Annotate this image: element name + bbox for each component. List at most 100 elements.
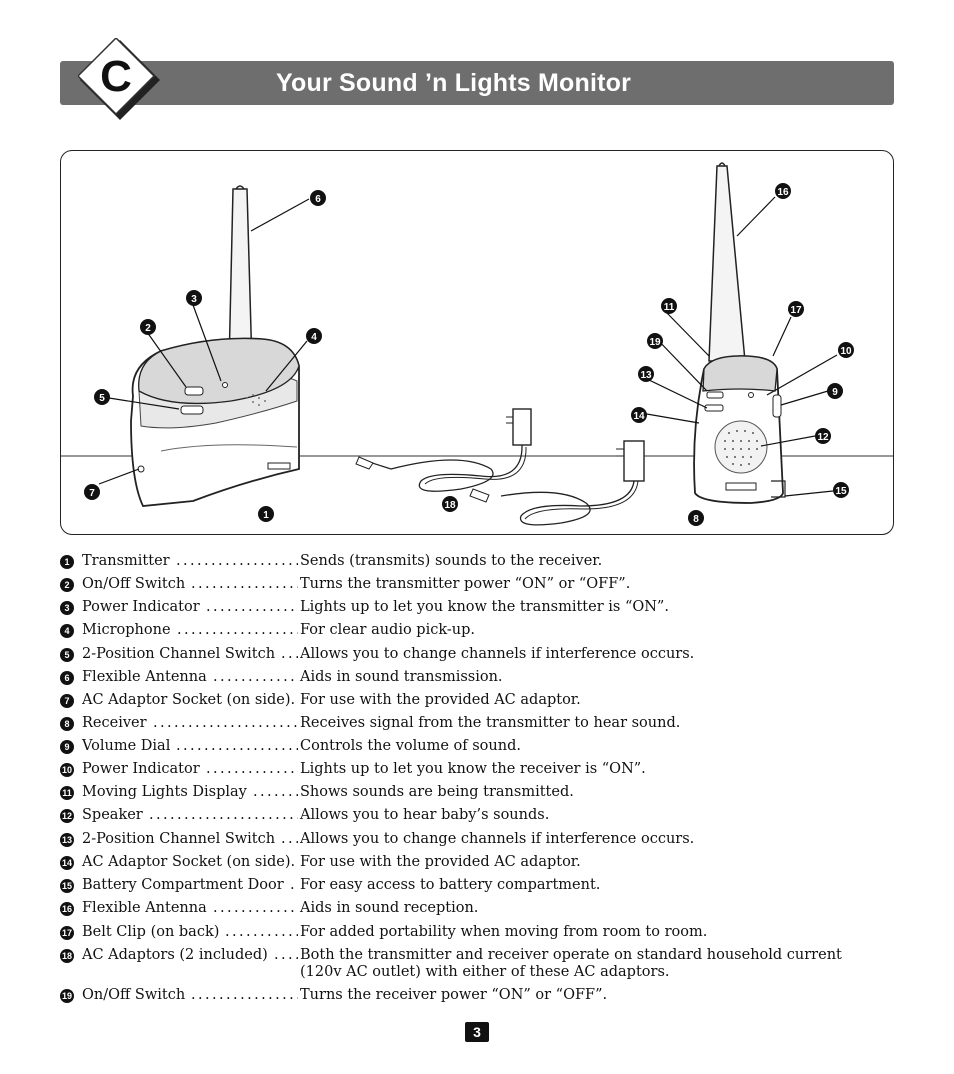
leader-dots: ........................................… bbox=[149, 807, 298, 823]
legend-number-badge: 7 bbox=[60, 694, 74, 708]
legend-number-badge: 17 bbox=[60, 926, 74, 940]
legend-number-badge: 8 bbox=[60, 717, 74, 731]
svg-text:15: 15 bbox=[835, 486, 847, 497]
legend-number-badge: 12 bbox=[60, 809, 74, 823]
callout-5: 5 bbox=[94, 389, 110, 405]
svg-text:1: 1 bbox=[263, 510, 269, 521]
svg-text:3: 3 bbox=[191, 294, 197, 305]
callout-6: 6 bbox=[310, 190, 326, 206]
leader-dots: ........................................… bbox=[225, 924, 298, 940]
callout-12: 12 bbox=[815, 428, 831, 444]
svg-text:9: 9 bbox=[832, 387, 838, 398]
legend-term: Transmitter bbox=[82, 553, 170, 569]
svg-text:19: 19 bbox=[649, 337, 661, 348]
callout-8: 8 bbox=[688, 510, 704, 526]
legend-number-badge: 11 bbox=[60, 786, 74, 800]
legend-number-badge: 4 bbox=[60, 624, 74, 638]
legend-description: Lights up to let you know the receiver i… bbox=[300, 761, 646, 777]
legend-number-badge: 10 bbox=[60, 763, 74, 777]
diagram-illustration: 1 2 3 4 5 6 7 8 9 10 11 12 13 14 15 16 1… bbox=[61, 162, 893, 526]
page-title: Your Sound ’n Lights Monitor bbox=[276, 69, 632, 97]
callout-1: 1 bbox=[258, 506, 274, 522]
legend-description: Allows you to change channels if interfe… bbox=[300, 646, 695, 662]
legend-description: For added portability when moving from r… bbox=[300, 924, 708, 940]
receiver-unit bbox=[693, 162, 786, 504]
callout-9: 9 bbox=[827, 383, 843, 399]
leader-dots: ........................................… bbox=[274, 947, 298, 963]
callout-18: 18 bbox=[442, 496, 458, 512]
svg-text:17: 17 bbox=[790, 305, 802, 316]
callout-19: 19 bbox=[647, 333, 663, 349]
leader-dots: ........................................… bbox=[206, 761, 298, 777]
legend-description: Turns the receiver power “ON” or “OFF”. bbox=[300, 987, 608, 1003]
leader-dots: ........................................… bbox=[281, 831, 298, 847]
legend-term: Speaker bbox=[82, 807, 143, 823]
legend-description: Sends (transmits) sounds to the receiver… bbox=[300, 553, 603, 569]
svg-text:12: 12 bbox=[817, 432, 829, 443]
svg-text:7: 7 bbox=[89, 488, 95, 499]
leader-dots: ........................................… bbox=[153, 715, 298, 731]
leader-dots: ........................................… bbox=[191, 987, 298, 1003]
callout-11: 11 bbox=[661, 298, 677, 314]
section-letter: C bbox=[100, 52, 132, 101]
legend-number-badge: 1 bbox=[60, 555, 74, 569]
leader-dots: ........................................… bbox=[253, 784, 298, 800]
svg-text:2: 2 bbox=[145, 323, 151, 334]
legend-description: Aids in sound reception. bbox=[300, 900, 479, 916]
callout-7: 7 bbox=[84, 484, 100, 500]
leader-dots: ........................................… bbox=[206, 599, 298, 615]
section-badge: C bbox=[78, 38, 160, 120]
leader-dots: ........................................… bbox=[191, 576, 298, 592]
legend-term: AC Adaptor Socket (on side). bbox=[82, 854, 296, 870]
legend-term: Moving Lights Display bbox=[82, 784, 247, 800]
legend-description: Receives signal from the transmitter to … bbox=[300, 715, 681, 731]
legend-description: Allows you to change channels if interfe… bbox=[300, 831, 695, 847]
page-number: 3 bbox=[465, 1022, 489, 1042]
leader-dots: ........................................… bbox=[290, 877, 298, 893]
callout-4: 4 bbox=[306, 328, 322, 344]
legend-number-badge: 9 bbox=[60, 740, 74, 754]
legend-term: Battery Compartment Door bbox=[82, 877, 284, 893]
leader-lines bbox=[98, 196, 838, 497]
callout-17: 17 bbox=[788, 301, 804, 317]
legend-number-badge: 2 bbox=[60, 578, 74, 592]
legend-term: 2-Position Channel Switch bbox=[82, 646, 276, 662]
svg-text:6: 6 bbox=[315, 194, 321, 205]
legend-term: Volume Dial bbox=[82, 738, 171, 754]
callout-10: 10 bbox=[838, 342, 854, 358]
legend-description: Controls the volume of sound. bbox=[300, 738, 521, 754]
legend-number-badge: 6 bbox=[60, 671, 74, 685]
legend-term: AC Adaptor Socket (on side). bbox=[82, 692, 296, 708]
svg-text:13: 13 bbox=[640, 370, 652, 381]
legend-number-badge: 14 bbox=[60, 856, 74, 870]
legend-term: Belt Clip (on back) bbox=[82, 924, 220, 940]
leader-dots: ........................................… bbox=[213, 900, 298, 916]
callout-markers: 1 2 3 4 5 6 7 8 9 10 11 12 13 14 15 16 1… bbox=[84, 183, 854, 526]
legend-description: For easy access to battery compartment. bbox=[300, 877, 601, 893]
legend-term: On/Off Switch bbox=[82, 987, 186, 1003]
legend-number-badge: 19 bbox=[60, 989, 74, 1003]
ac-adaptors bbox=[355, 408, 645, 526]
callout-16: 16 bbox=[775, 183, 791, 199]
svg-text:18: 18 bbox=[444, 500, 456, 511]
legend-term: Power Indicator bbox=[82, 761, 200, 777]
legend-number-badge: 5 bbox=[60, 648, 74, 662]
legend-description: Both the transmitter and receiver operat… bbox=[300, 947, 842, 963]
svg-text:5: 5 bbox=[99, 393, 105, 404]
callout-14: 14 bbox=[631, 407, 647, 423]
legend-term: 2-Position Channel Switch bbox=[82, 831, 276, 847]
legend-description-continued: (120v AC outlet) with either of these AC… bbox=[300, 964, 670, 980]
callout-3: 3 bbox=[186, 290, 202, 306]
legend-number-badge: 18 bbox=[60, 949, 74, 963]
leader-dots: ........................................… bbox=[213, 669, 298, 685]
legend-description: For use with the provided AC adaptor. bbox=[300, 854, 581, 870]
leader-dots: ........................................… bbox=[281, 646, 298, 662]
legend-number-badge: 15 bbox=[60, 879, 74, 893]
legend-term: On/Off Switch bbox=[82, 576, 186, 592]
legend-description: Aids in sound transmission. bbox=[300, 669, 503, 685]
callout-15: 15 bbox=[833, 482, 849, 498]
leader-dots: ........................................… bbox=[176, 738, 298, 754]
svg-text:11: 11 bbox=[664, 302, 675, 313]
legend-term: Flexible Antenna bbox=[82, 900, 207, 916]
legend-description: Allows you to hear baby’s sounds. bbox=[300, 807, 550, 823]
